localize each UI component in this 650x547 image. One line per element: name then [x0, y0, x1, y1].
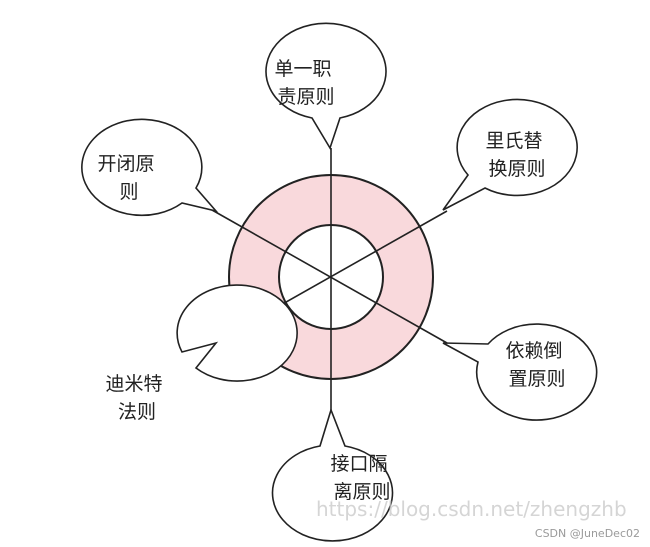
bubble-line: 法则: [118, 401, 156, 423]
bubble-shape: [265, 22, 387, 150]
bubble-shape: [271, 407, 394, 542]
svg-text:迪米特 法则: 迪米特 法则: [105, 373, 168, 423]
bubble-line: 依赖倒: [505, 340, 562, 362]
bubble-law-of-demeter: 迪米特 法则: [105, 284, 298, 423]
credit-label: CSDN @JuneDec02: [535, 527, 640, 540]
svg-text:接口隔 离原则: 接口隔 离原则: [330, 453, 393, 503]
bubble-interface-segregation: 接口隔 离原则: [271, 407, 394, 542]
bubble-shape: [442, 323, 598, 421]
bubble-shape: [176, 284, 298, 382]
bubble-shape: [81, 118, 219, 217]
bubble-line: 离原则: [333, 481, 390, 503]
bubble-line: 里氏替: [485, 130, 542, 152]
bubble-open-closed: 开闭原 则: [81, 118, 219, 217]
bubble-line: 接口隔: [330, 453, 387, 475]
bubble-line: 则: [119, 181, 138, 203]
bubble-liskov-substitution: 里氏替 换原则: [442, 98, 578, 211]
bubble-line: 责原则: [277, 86, 334, 108]
svg-text:依赖倒 置原则: 依赖倒 置原则: [505, 340, 568, 390]
svg-text:里氏替 换原则: 里氏替 换原则: [485, 130, 548, 180]
bubble-single-responsibility: 单一职 责原则: [265, 22, 387, 150]
bubble-line: 迪米特: [105, 373, 162, 395]
bubble-line: 单一职: [274, 58, 331, 80]
svg-text:开闭原 则: 开闭原 则: [97, 153, 160, 203]
bubble-line: 换原则: [488, 158, 545, 180]
bubble-dependency-inversion: 依赖倒 置原则: [442, 323, 598, 421]
bubble-line: 开闭原: [97, 153, 154, 175]
bubble-line: 置原则: [508, 368, 565, 390]
svg-text:单一职 责原则: 单一职 责原则: [274, 58, 337, 108]
bubble-shape: [442, 98, 578, 211]
watermark: https://blog.csdn.net/zhengzhb: [316, 497, 627, 521]
spoke-line: [211, 209, 448, 344]
